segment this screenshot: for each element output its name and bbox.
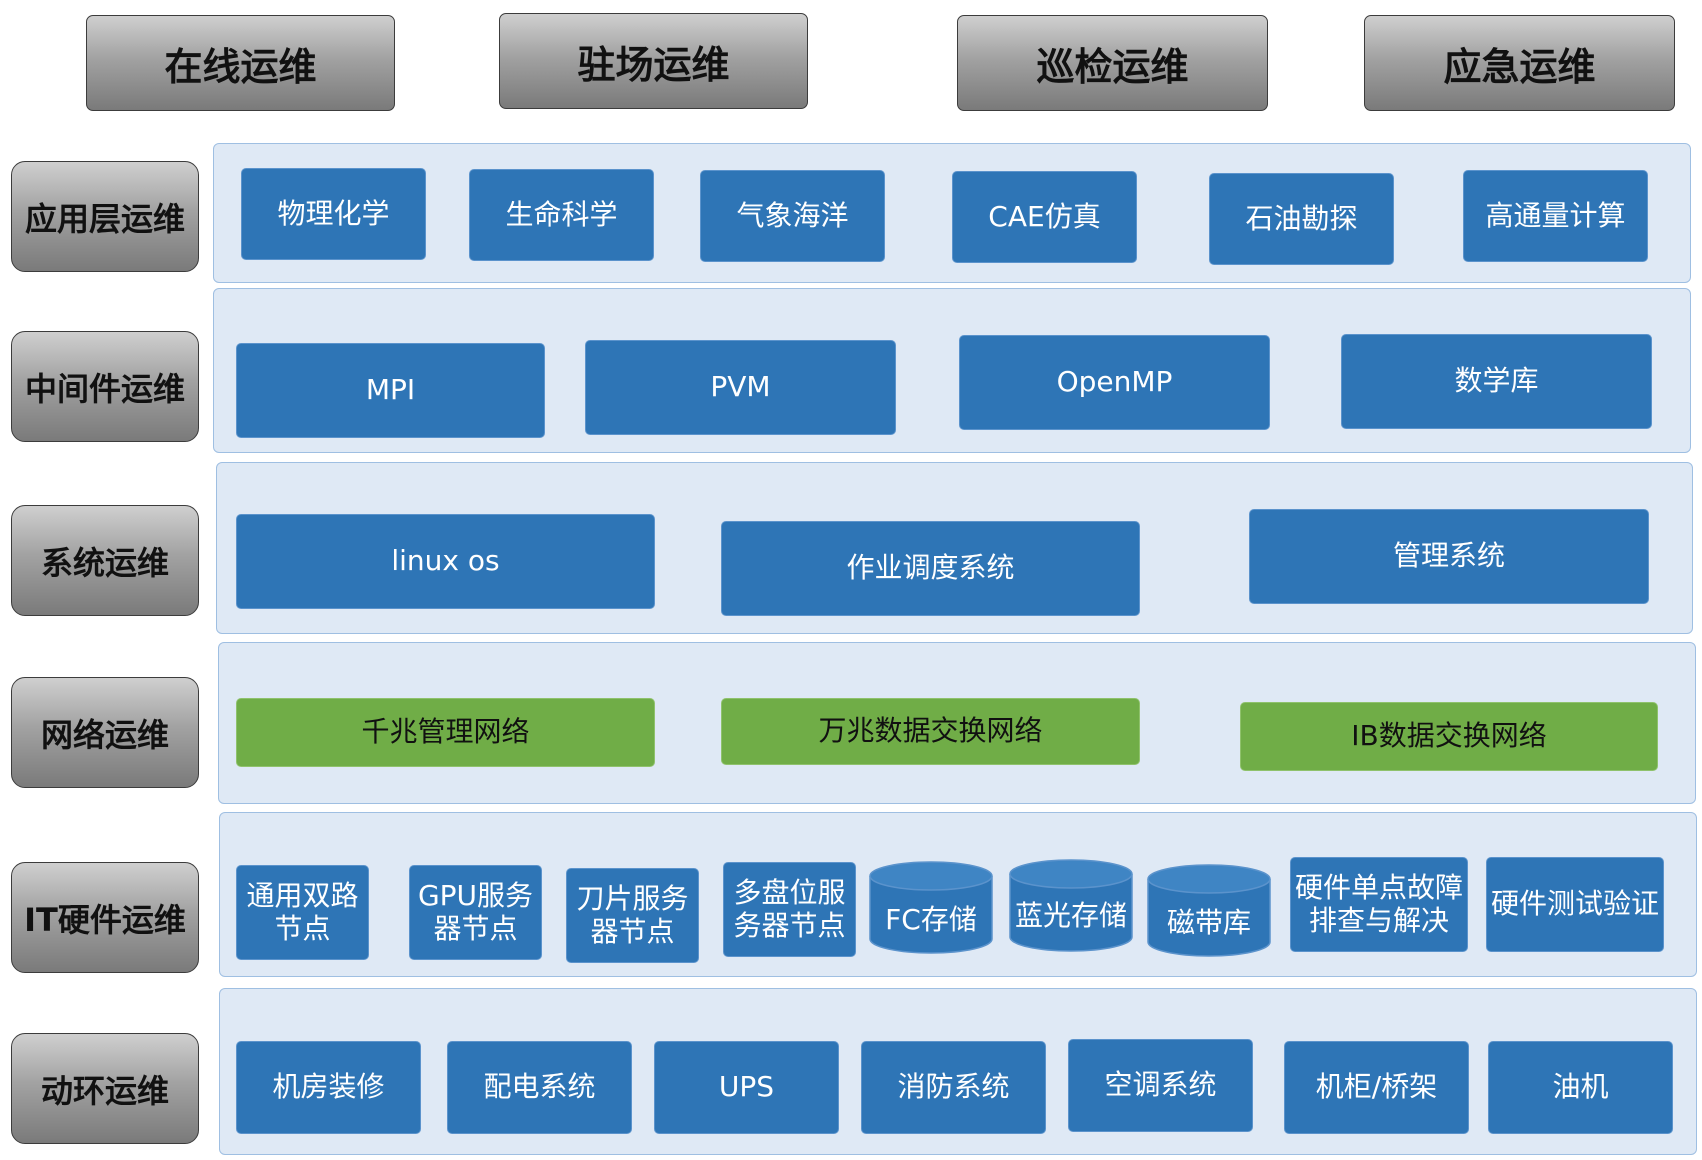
app-item: 高通量计算 — [1463, 170, 1648, 262]
middleware-item: OpenMP — [959, 335, 1270, 430]
top-box-onsite-ops: 驻场运维 — [499, 13, 808, 109]
layer-label-system: 系统运维 — [11, 505, 199, 616]
layer-label-application: 应用层运维 — [11, 161, 199, 272]
app-item: 生命科学 — [469, 169, 654, 261]
storage-cylinder-label: 蓝光存储 — [1014, 899, 1127, 932]
facility-item: 油机 — [1488, 1041, 1673, 1134]
layer-label-network: 网络运维 — [11, 677, 199, 788]
facility-item: 机柜/桥架 — [1284, 1041, 1469, 1134]
middleware-item: MPI — [236, 343, 545, 438]
storage-cylinder-fc: FC存储 — [868, 860, 994, 955]
facility-item: 机房装修 — [236, 1041, 421, 1134]
network-item: IB数据交换网络 — [1240, 702, 1658, 771]
hardware-item: 刀片服务 器节点 — [566, 868, 699, 963]
network-item: 万兆数据交换网络 — [721, 698, 1140, 765]
app-item: 石油勘探 — [1209, 173, 1394, 265]
facility-item: 空调系统 — [1068, 1039, 1253, 1132]
top-box-inspection-ops: 巡检运维 — [957, 15, 1268, 111]
hardware-item: GPU服务 器节点 — [409, 865, 542, 960]
layer-label-middleware: 中间件运维 — [11, 331, 199, 442]
app-item: CAE仿真 — [952, 171, 1137, 263]
system-item: 管理系统 — [1249, 509, 1649, 604]
app-item: 物理化学 — [241, 168, 426, 260]
app-item: 气象海洋 — [700, 170, 885, 262]
hardware-item: 通用双路 节点 — [236, 865, 369, 960]
layer-label-it-hardware: IT硬件运维 — [11, 862, 199, 973]
cylinder-icon — [1147, 864, 1271, 957]
hardware-item: 硬件单点故障 排查与解决 — [1290, 857, 1468, 952]
hardware-item: 多盘位服 务器节点 — [723, 862, 856, 957]
system-item: linux os — [236, 514, 655, 609]
facility-item: 消防系统 — [861, 1041, 1046, 1134]
cylinder-icon — [1009, 859, 1133, 952]
storage-cylinder-label: 磁带库 — [1166, 906, 1251, 939]
top-box-emergency-ops: 应急运维 — [1364, 15, 1675, 111]
storage-cylinder-bluray: 蓝光存储 — [1008, 858, 1134, 953]
storage-cylinder-tape: 磁带库 — [1146, 863, 1272, 958]
facility-item: 配电系统 — [447, 1041, 632, 1134]
system-item: 作业调度系统 — [721, 521, 1140, 616]
hardware-item: 硬件测试验证 — [1486, 857, 1664, 952]
layer-label-facility: 动环运维 — [11, 1033, 199, 1144]
network-item: 千兆管理网络 — [236, 698, 655, 767]
middleware-item: PVM — [585, 340, 896, 435]
storage-cylinder-label: FC存储 — [885, 903, 977, 936]
cylinder-icon — [869, 861, 993, 954]
facility-item: UPS — [654, 1041, 839, 1134]
middleware-item: 数学库 — [1341, 334, 1652, 429]
top-box-online-ops: 在线运维 — [86, 15, 395, 111]
